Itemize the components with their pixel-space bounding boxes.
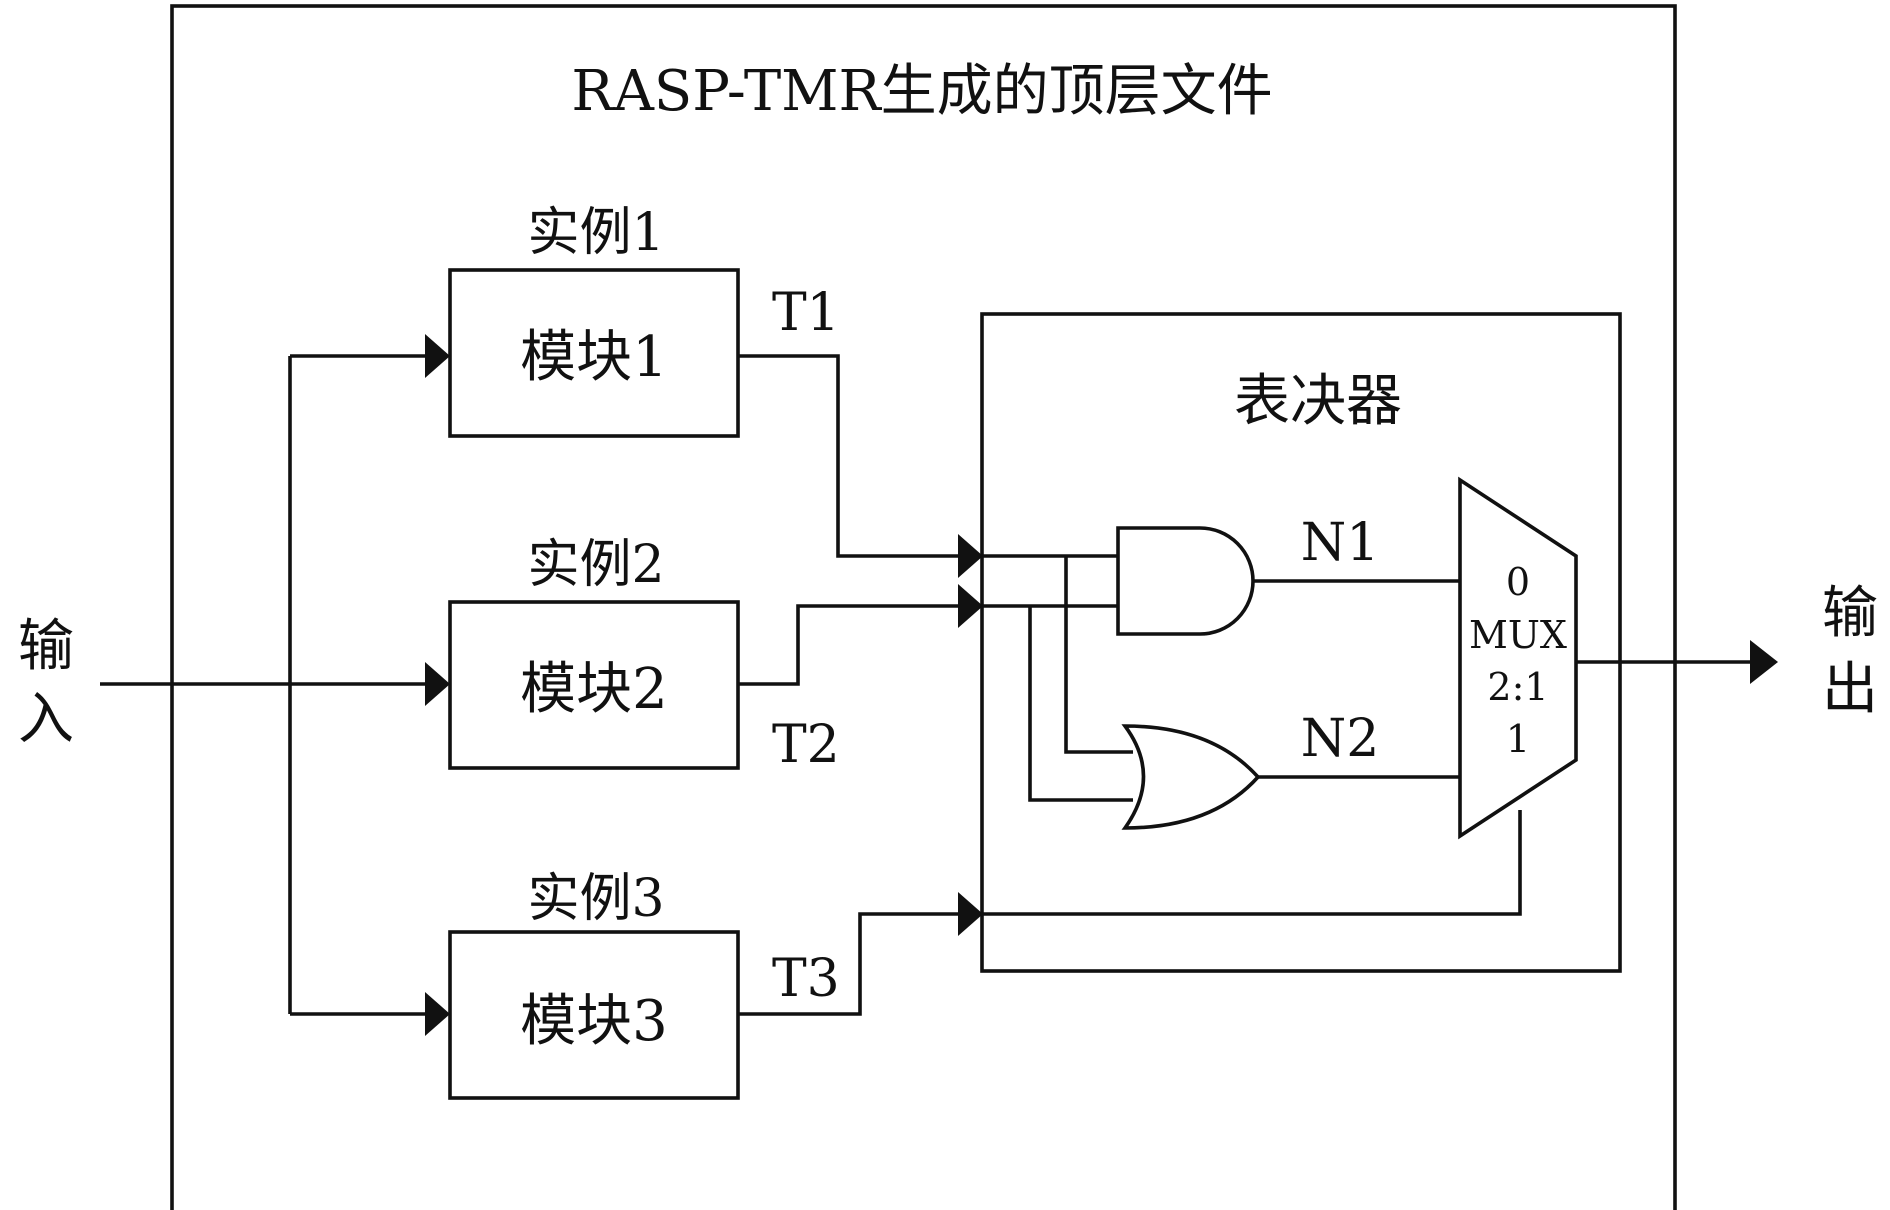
mux-name-label: MUX: [1469, 613, 1567, 657]
mux-2to1: [1458, 476, 1578, 840]
t3-select-wire: [983, 810, 1522, 916]
or-gate: [1121, 724, 1261, 830]
module3-box: [448, 930, 740, 1100]
instance1-caption: 实例1: [527, 203, 664, 263]
t1-wire: [738, 354, 962, 558]
mux-ratio-label: 2:1: [1487, 665, 1548, 709]
output-label-line1: 输: [1822, 581, 1878, 646]
t3-voter-arrow: [958, 892, 983, 936]
t3-label: T3: [772, 949, 840, 1009]
module2-label: 模块2: [520, 657, 668, 722]
t1-to-or-wire: [1064, 556, 1133, 754]
voter-title: 表决器: [1234, 369, 1402, 434]
t2-to-or-wire: [1028, 606, 1133, 802]
output-label-line2: 出: [1822, 657, 1878, 722]
voter-box: [980, 312, 1622, 973]
input-label-line1: 输: [18, 614, 74, 679]
mux-input1-label: 1: [1506, 717, 1530, 761]
instance3-caption: 实例3: [527, 869, 664, 929]
and-gate: [1116, 526, 1255, 636]
t2-wire: [738, 604, 962, 686]
module1-label: 模块1: [520, 325, 668, 390]
module2-input-arrow: [425, 662, 450, 706]
top-level-title: RASP-TMR生成的顶层文件: [571, 59, 1272, 124]
module1-input-arrow: [425, 334, 450, 378]
t3-wire: [738, 912, 962, 1016]
top-level-frame: [170, 4, 1677, 1210]
instance2-caption: 实例2: [527, 535, 664, 595]
t1-voter-arrow: [958, 534, 983, 578]
module3-label: 模块3: [520, 989, 668, 1054]
module2-box: [448, 600, 740, 770]
t2-voter-arrow: [958, 584, 983, 628]
input-label-line2: 入: [18, 687, 74, 752]
mux-input0-label: 0: [1506, 560, 1530, 604]
n2-label: N2: [1301, 709, 1380, 769]
module3-input-arrow: [425, 992, 450, 1036]
t1-label: T1: [772, 283, 840, 343]
output-arrow: [1750, 640, 1778, 684]
module1-box: [448, 268, 740, 438]
t2-label: T2: [772, 715, 840, 775]
n1-label: N1: [1301, 513, 1380, 573]
